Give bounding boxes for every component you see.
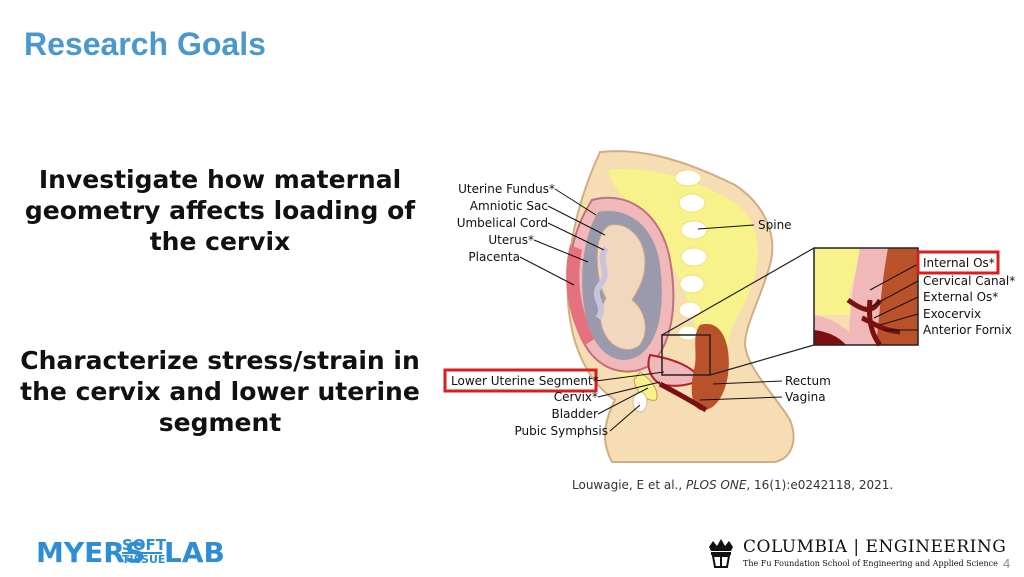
research-goal-1: Investigate how maternal geometry affect… (24, 165, 416, 256)
label-vagina: Vagina (785, 390, 826, 404)
citation-journal: PLOS ONE (685, 478, 747, 492)
logo-divider (122, 552, 162, 554)
label-uterine-fundus: Uterine Fundus* (458, 182, 555, 196)
label-spine: Spine (758, 218, 792, 232)
label-umbelical-cord: Umbelical Cord (457, 216, 548, 230)
bladder (633, 371, 658, 401)
label-cervical-canal: Cervical Canal* (923, 274, 1015, 288)
label-rectum: Rectum (785, 374, 831, 388)
label-external-os: External Os* (923, 290, 998, 304)
logo-lab-text: LAB (164, 536, 225, 569)
placenta (566, 245, 596, 345)
label-pubic-symphsis: Pubic Symphsis (515, 424, 608, 438)
label-anterior-fornix: Anterior Fornix (923, 323, 1012, 337)
columbia-engineering-logo: COLUMBIA | ENGINEERING The Fu Foundation… (705, 537, 1006, 573)
spine-vertebrae (674, 169, 708, 341)
label-internal-os: Internal Os* (923, 256, 995, 270)
research-goal-2: Characterize stress/strain in the cervix… (20, 346, 420, 437)
zoom-region-box (661, 334, 711, 376)
figure-citation: Louwagie, E et al., PLOS ONE, 16(1):e024… (572, 478, 893, 492)
citation-details: , 16(1):e0242118, 2021. (746, 478, 894, 492)
page-number: 4 (1003, 556, 1011, 571)
logo-tissue-text: TISSUE (122, 553, 166, 566)
label-amniotic-sac: Amniotic Sac (470, 199, 548, 213)
label-cervix: Cervix* (554, 390, 598, 404)
vagina (658, 381, 708, 413)
label-placenta: Placenta (468, 250, 520, 264)
label-bladder: Bladder (552, 407, 599, 421)
fetus (596, 224, 646, 350)
logo-soft-text: SOFT (122, 536, 167, 554)
inset-detail (813, 247, 919, 347)
columbia-engineering-subtitle: The Fu Foundation School of Engineering … (743, 559, 998, 568)
umbilical-cord (593, 246, 609, 320)
highlight-box-internal-os (916, 250, 1000, 275)
citation-authors: Louwagie, E et al., (572, 478, 686, 492)
label-lower-uterine-segment: Lower Uterine Segment* (451, 374, 599, 388)
label-uterus: Uterus* (488, 233, 534, 247)
crown-icon (709, 539, 733, 568)
highlight-box-lower-uterine (443, 368, 598, 393)
label-exocervix: Exocervix (923, 307, 981, 321)
leader-lines (519, 188, 919, 432)
slide-title: Research Goals (24, 26, 266, 62)
columbia-engineering-text: COLUMBIA | ENGINEERING (743, 537, 1007, 557)
